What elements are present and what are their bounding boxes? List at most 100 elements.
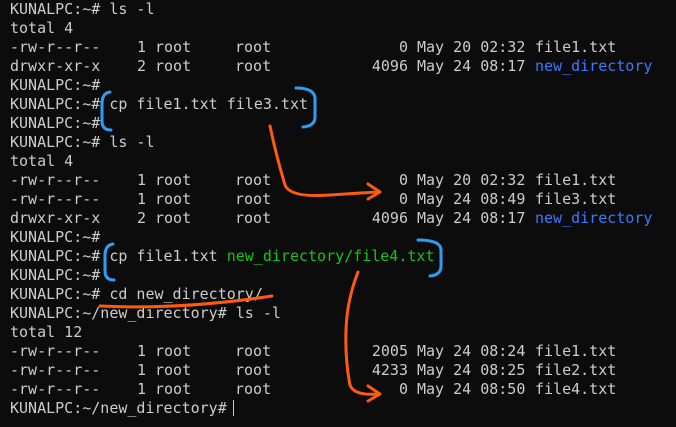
- directory-name: new_directory: [535, 57, 653, 75]
- file-size: 0: [398, 380, 408, 398]
- listing-row: -rw-r--r-- 1 root root May 24 08:25 file2.txt…: [10, 361, 670, 380]
- file-group: root: [235, 171, 272, 189]
- file-group: root: [235, 38, 272, 56]
- link-count: 1: [137, 190, 147, 208]
- command-argument: new_directory/file4.txt: [226, 247, 435, 265]
- file-permissions: drwxr-xr-x: [10, 209, 101, 227]
- prompt-line: KUNALPC:~#: [10, 114, 100, 133]
- file-size: 2005: [371, 342, 408, 360]
- shell-command: ls -l: [235, 304, 281, 322]
- shell-command: ls -l: [109, 0, 155, 18]
- file-permissions: -rw-r--r--: [10, 38, 101, 56]
- file-date: May 24 08:17: [417, 57, 526, 75]
- shell-prompt: KUNALPC:~#: [10, 228, 101, 246]
- file-name: file3.txt: [535, 190, 617, 208]
- file-size: 0: [398, 190, 408, 208]
- file-owner: root: [155, 38, 192, 56]
- file-permissions: -rw-r--r--: [10, 380, 101, 398]
- shell-prompt: KUNALPC:~/new_directory#: [10, 399, 227, 417]
- file-date: May 24 08:50: [417, 380, 526, 398]
- file-size: 0: [398, 171, 408, 189]
- prompt-line: KUNALPC:~# cd new_directory/: [10, 285, 263, 304]
- file-group: root: [235, 190, 272, 208]
- shell-prompt: KUNALPC:~#: [10, 247, 110, 265]
- file-owner: root: [155, 57, 192, 75]
- file-permissions: drwxr-xr-x: [10, 57, 101, 75]
- text-cursor[interactable]: [232, 400, 234, 416]
- file-group: root: [235, 361, 272, 379]
- link-count: 1: [137, 380, 147, 398]
- file-group: root: [235, 342, 272, 360]
- listing-row: -rw-r--r-- 1 root root May 24 08:49 file3.txt…: [10, 190, 670, 209]
- prompt-line: KUNALPC:~/new_directory#: [10, 399, 234, 418]
- prompt-line: KUNALPC:~# ls -l: [10, 133, 155, 152]
- file-date: May 24 08:24: [417, 342, 526, 360]
- shell-command: cd new_directory/: [109, 285, 263, 303]
- file-owner: root: [155, 342, 192, 360]
- output-line: total 4: [10, 152, 73, 171]
- file-owner: root: [155, 190, 192, 208]
- file-name: file2.txt: [535, 361, 617, 379]
- shell-prompt: KUNALPC:~#: [10, 114, 101, 132]
- link-count: 1: [137, 361, 147, 379]
- file-permissions: -rw-r--r--: [10, 361, 101, 379]
- shell-prompt: KUNALPC:~/new_directory#: [10, 304, 236, 322]
- link-count: 1: [137, 38, 147, 56]
- file-size: 0: [398, 38, 408, 56]
- prompt-line: KUNALPC:~#: [10, 76, 100, 95]
- shell-prompt: KUNALPC:~#: [10, 266, 101, 284]
- file-date: May 24 08:25: [417, 361, 526, 379]
- output-line: total 4: [10, 19, 73, 38]
- file-owner: root: [155, 361, 192, 379]
- file-owner: root: [155, 209, 192, 227]
- file-size: 4233: [371, 361, 408, 379]
- file-owner: root: [155, 380, 192, 398]
- prompt-line: KUNALPC:~#: [10, 266, 100, 285]
- listing-row: -rw-r--r-- 1 root root May 20 02:32 file1.txt…: [10, 38, 670, 57]
- shell-prompt: KUNALPC:~#: [10, 95, 110, 113]
- output-text: total 4: [10, 19, 74, 37]
- file-name: file4.txt: [535, 380, 617, 398]
- file-permissions: -rw-r--r--: [10, 171, 101, 189]
- listing-row: -rw-r--r-- 1 root root May 24 08:50 file4.txt…: [10, 380, 670, 399]
- shell-command: ls -l: [109, 133, 155, 151]
- file-owner: root: [155, 171, 192, 189]
- shell-command: cp file1.txt: [109, 247, 227, 265]
- listing-row: -rw-r--r-- 1 root root May 24 08:24 file1.txt…: [10, 342, 670, 361]
- listing-row: drwxr-xr-x 2 root root May 24 08:17 new_direc…: [10, 57, 670, 76]
- file-permissions: -rw-r--r--: [10, 342, 101, 360]
- link-count: 2: [137, 57, 147, 75]
- file-date: May 24 08:49: [417, 190, 526, 208]
- file-name: file1.txt: [535, 171, 617, 189]
- shell-prompt: KUNALPC:~#: [10, 0, 110, 18]
- output-text: total 4: [10, 152, 74, 170]
- file-date: May 20 02:32: [417, 171, 526, 189]
- file-group: root: [235, 380, 272, 398]
- prompt-line: KUNALPC:~/new_directory# ls -l: [10, 304, 281, 323]
- file-permissions: -rw-r--r--: [10, 190, 101, 208]
- directory-name: new_directory: [535, 209, 653, 227]
- prompt-line: KUNALPC:~# cp file1.txt file3.txt: [10, 95, 308, 114]
- shell-command: cp file1.txt file3.txt: [109, 95, 309, 113]
- file-group: root: [235, 209, 272, 227]
- listing-row: -rw-r--r-- 1 root root May 20 02:32 file1.txt…: [10, 171, 670, 190]
- output-text: total 12: [10, 323, 83, 341]
- shell-prompt: KUNALPC:~#: [10, 133, 110, 151]
- file-group: root: [235, 57, 272, 75]
- link-count: 1: [137, 171, 147, 189]
- file-size: 4096: [371, 57, 408, 75]
- prompt-line: KUNALPC:~# cp file1.txt new_directory/fi…: [10, 247, 434, 266]
- file-size: 4096: [371, 209, 408, 227]
- file-date: May 24 08:17: [417, 209, 526, 227]
- file-date: May 20 02:32: [417, 38, 526, 56]
- link-count: 2: [137, 209, 147, 227]
- shell-prompt: KUNALPC:~#: [10, 76, 101, 94]
- prompt-line: KUNALPC:~#: [10, 228, 100, 247]
- listing-row: drwxr-xr-x 2 root root May 24 08:17 new_direc…: [10, 209, 670, 228]
- output-line: total 12: [10, 323, 82, 342]
- file-name: file1.txt: [535, 342, 617, 360]
- file-name: file1.txt: [535, 38, 617, 56]
- link-count: 1: [137, 342, 147, 360]
- shell-prompt: KUNALPC:~#: [10, 285, 110, 303]
